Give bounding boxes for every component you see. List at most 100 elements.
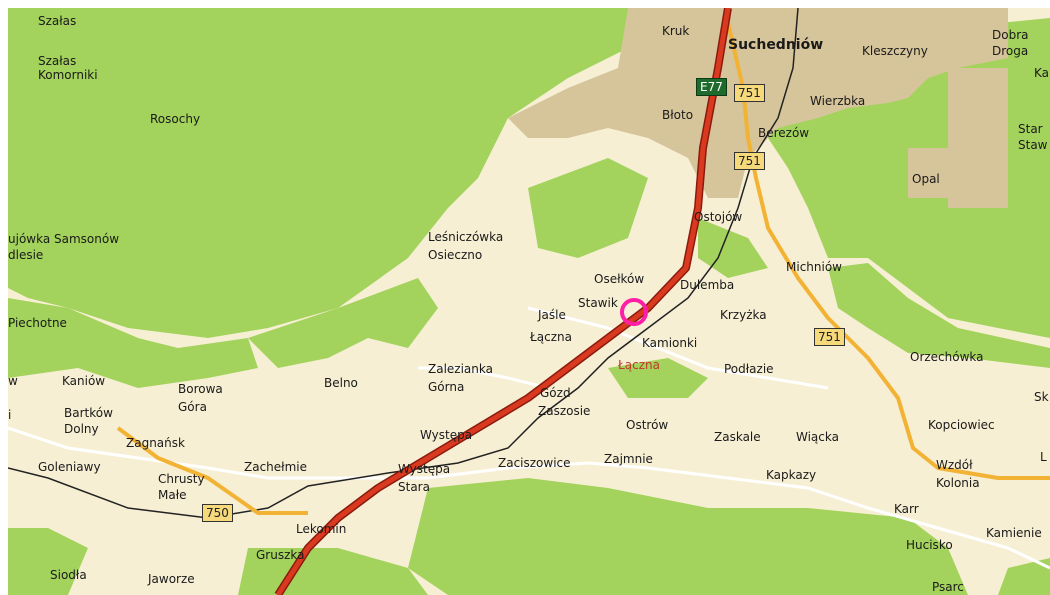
urban-area [508,8,1008,198]
place-label: Jaworze [148,572,195,586]
local-road [527,306,829,390]
place-label: Kolonia [936,476,980,490]
place-label: Górna [428,380,465,394]
place-label: Występa [420,428,473,442]
place-label: Dobra [992,28,1029,42]
road-shield-750: 750 [202,504,233,522]
place-label: Wierzbka [810,94,866,108]
forest-area [8,298,258,388]
main-road-layer [274,8,732,595]
forest-area [528,158,648,258]
place-label: Gruszka [256,548,305,562]
place-label: Belno [324,376,358,390]
place-label: Kopciowiec [928,418,995,432]
place-label: Michniów [786,260,842,274]
place-label: Zajmnie [604,452,653,466]
place-label: Orzechówka [910,350,984,364]
location-marker-icon[interactable] [620,298,648,326]
main-road-e77-fill [275,8,731,595]
forest-area [248,278,438,368]
place-label: Zaszosie [538,404,591,418]
place-label: Goleniawy [38,460,101,474]
local-road [418,366,549,390]
regional-road-750 [116,426,308,515]
forest-area [8,528,88,595]
place-label: dlesie [8,248,44,262]
place-label: Kapkazy [766,468,817,482]
place-label: Szałas [38,54,77,68]
place-label: Lekomin [296,522,347,536]
place-label: Kamionki [642,336,698,350]
place-label: Piechotne [8,316,67,330]
place-label: Siodła [50,568,87,582]
place-label: Wiącka [796,430,839,444]
place-label: Komorniki [38,68,98,82]
place-label: Osieczno [428,248,483,262]
place-label: Staw [1018,138,1048,152]
local-road [587,461,1050,570]
map-layers [8,8,1050,595]
forest-area [828,263,1050,368]
urban-layer [508,8,1008,208]
place-label: Zalezianka [428,362,493,376]
place-label: ujówka Samsonów [8,232,120,246]
road-shield-751: 751 [734,84,765,102]
place-label: Stara [398,480,430,494]
place-label: Błoto [662,108,694,122]
place-label: Ostrów [626,418,669,432]
place-label: Występa [398,462,451,476]
place-label: Kruk [662,24,690,38]
place-label: Hucisko [906,538,953,552]
place-label: Dulemba [680,278,735,292]
place-label: Dolny [64,422,99,436]
place-label: Ostojów [694,210,743,224]
place-label: w [8,374,18,388]
place-label: Sk [1034,390,1049,404]
place-label: Wzdół [936,458,973,472]
place-label: Karr [894,502,919,516]
map-canvas[interactable]: Szałas Szałas Komorniki Rosochy Kruk Suc… [8,8,1050,595]
place-label: Łączna [530,330,572,344]
place-label: Droga [992,44,1029,58]
place-label: Ka [1034,66,1050,80]
place-label: Małe [158,488,187,502]
place-label: Krzyżka [720,308,767,322]
forest-area [608,358,708,398]
place-label: Borowa [178,382,223,396]
place-label: Góra [178,400,207,414]
place-label: Kaniów [62,374,106,388]
place-label: Chrusty [158,472,205,486]
road-shield-751: 751 [734,152,765,170]
road-shield-e77: E77 [696,78,727,96]
forest-area [698,218,768,278]
place-label: Opal [912,172,940,186]
place-label: Stawik [578,296,618,310]
forest-area [408,478,968,595]
place-label: L [1040,450,1047,464]
place-label: Podłazie [724,362,774,376]
place-label: Star [1018,122,1043,136]
town-label: Suchedniów [728,37,824,53]
place-label: i [8,408,12,422]
place-label: Rosochy [150,112,201,126]
road-shield-751: 751 [814,328,845,346]
forest-area [8,8,648,338]
place-label: Kamienie [986,526,1042,540]
place-label: Psarc [932,580,964,594]
place-label: Berezów [758,126,810,140]
urban-area [908,148,968,198]
place-label: Zaskale [714,430,761,444]
regional-road-751 [726,22,1050,480]
place-label: Jaśle [538,308,566,322]
place-label: Osełków [594,272,645,286]
place-label: Gózd [540,386,571,400]
local-road [8,426,589,480]
place-label: Kleszczyny [862,44,928,58]
forest-area [998,558,1050,595]
regional-road-layer [116,22,1050,515]
place-label: Bartków [64,406,113,420]
place-label-highlight: Łączna [618,358,660,372]
place-label: Szałas [38,14,77,28]
place-label: Zachełmie [244,460,307,474]
place-label: Zagnańsk [126,436,185,450]
